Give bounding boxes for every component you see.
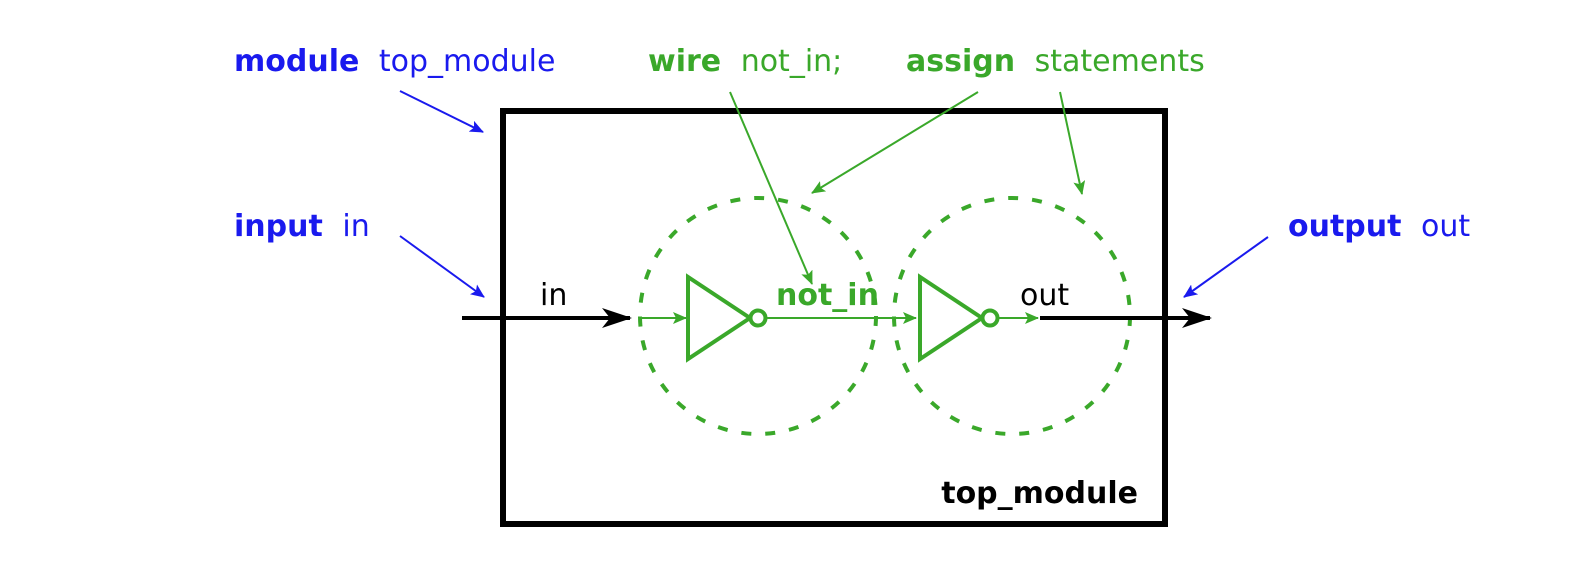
wire-name: not_in; — [741, 44, 843, 79]
signal-not-in-label: not_in — [776, 278, 879, 313]
signal-in-label: in — [540, 278, 567, 313]
input-keyword: input — [234, 209, 323, 244]
input-label: input in — [234, 209, 370, 244]
assign-keyword: assign — [906, 44, 1015, 79]
output-label: output out — [1288, 209, 1470, 244]
signal-out-label: out — [1020, 278, 1069, 313]
assign-circle-1 — [638, 196, 878, 436]
module-box-label: top_module — [941, 476, 1138, 511]
module-name: top_module — [379, 44, 556, 79]
input-arrow — [399, 235, 485, 298]
wire-arrow — [729, 91, 813, 285]
assign-rest: statements — [1035, 44, 1205, 79]
inverter-gate-2 — [918, 273, 1000, 363]
assign-label: assign statements — [906, 44, 1205, 79]
module-keyword: module — [234, 44, 359, 79]
output-arrow — [1183, 236, 1269, 298]
module-arrow — [399, 90, 484, 133]
output-keyword: output — [1288, 209, 1401, 244]
input-name: in — [342, 209, 369, 244]
wire-label: wire not_in; — [648, 44, 842, 79]
assign-arrow-1 — [811, 91, 979, 194]
inverter-gate-1 — [686, 273, 768, 363]
module-label: module top_module — [234, 44, 555, 79]
assign-arrow-2 — [1059, 91, 1086, 195]
wire-keyword: wire — [648, 44, 721, 79]
output-name: out — [1421, 209, 1470, 244]
